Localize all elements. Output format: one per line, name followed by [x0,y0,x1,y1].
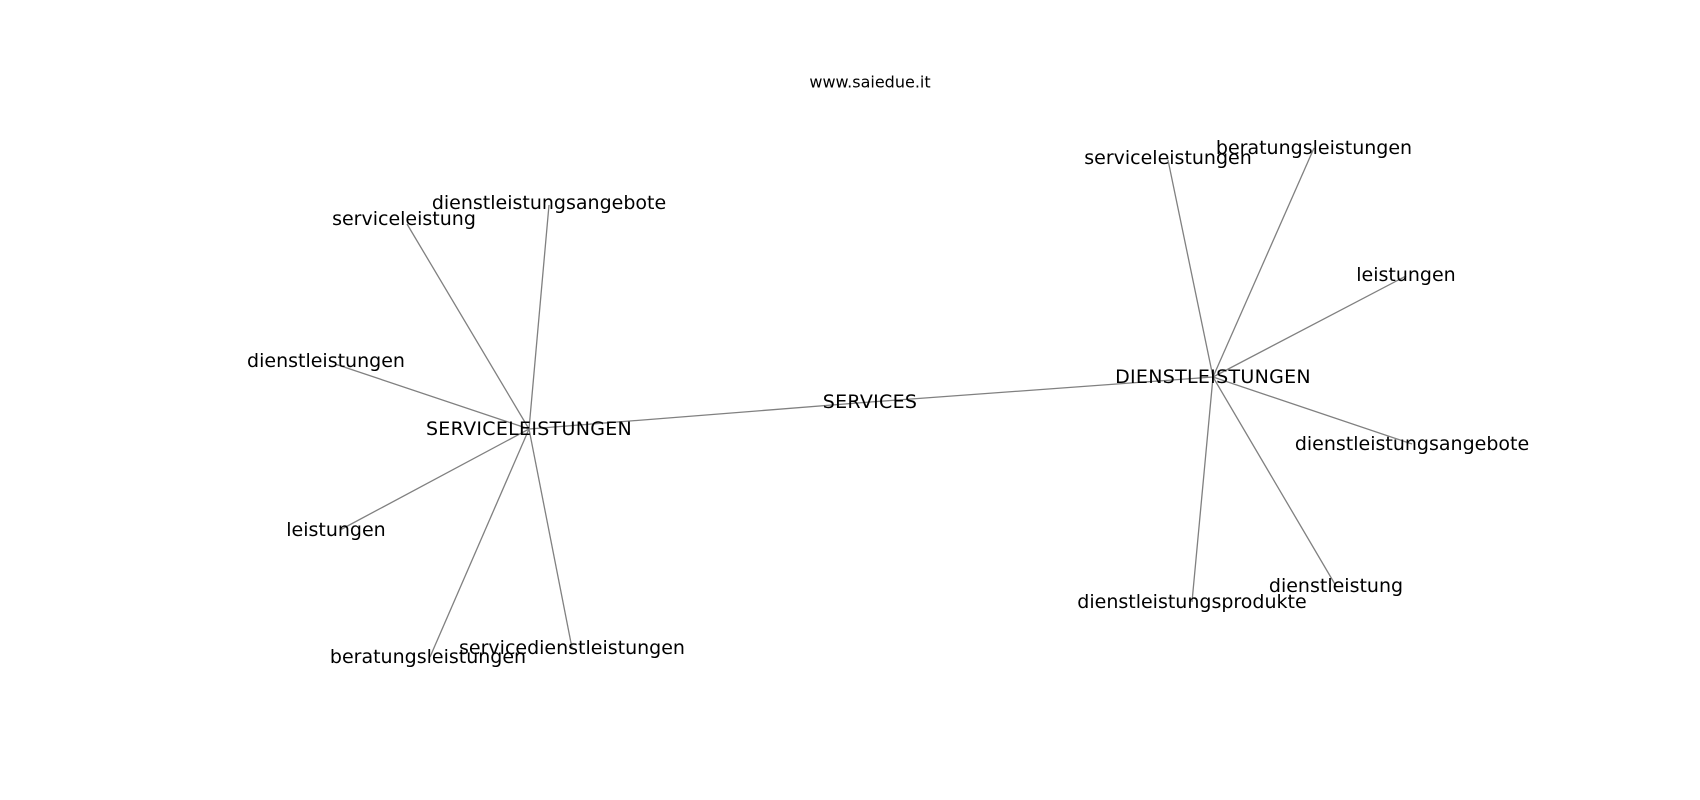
hub-leaf-edge [1212,147,1315,378]
leaf-node-label: dienstleistungen [247,350,405,372]
hub-leaf-edge [1212,376,1413,445]
leaf-node-label: dienstleistungsprodukte [1077,591,1306,613]
label-layer: SERVICES SERVICELEISTUNGEN DIENSTLEISTUN… [247,137,1529,668]
hub-leaf-edge [1212,275,1407,378]
center-hub-edge [869,376,1214,403]
diagram-title: www.saiedue.it [809,73,930,92]
leaf-node-label: beratungsleistungen [1216,137,1412,159]
center-node-label: SERVICES [823,391,918,413]
hub-leaf-edge [406,223,530,430]
hub-leaf-edge [1191,376,1214,603]
hub-leaf-edge [429,428,530,658]
leaf-node-label: beratungsleistungen [330,646,526,668]
leaf-node-label: serviceleistungen [1084,147,1252,169]
center-hub-edge [528,401,871,430]
edge-layer [334,147,1413,658]
hub-node-label-serviceleistungen: SERVICELEISTUNGEN [426,418,632,440]
hub-node-label-dienstleistungen: DIENSTLEISTUNGEN [1115,366,1311,388]
leaf-node-label: dienstleistungsangebote [1295,433,1529,455]
hub-leaf-edge [528,204,550,430]
leaf-node-label: serviceleistung [332,208,476,230]
hub-leaf-edge [1212,376,1337,587]
leaf-node-label: servicedienstleistungen [459,637,685,659]
leaf-node-label: dienstleistung [1269,575,1403,597]
leaf-node-label: leistungen [1356,264,1455,286]
hub-leaf-edge [339,428,530,531]
hub-leaf-edge [334,363,530,430]
hub-leaf-edge [528,428,573,649]
leaf-node-label: leistungen [286,519,385,541]
hub-leaf-edge [1167,159,1214,378]
leaf-node-label: dienstleistungsangebote [432,192,666,214]
